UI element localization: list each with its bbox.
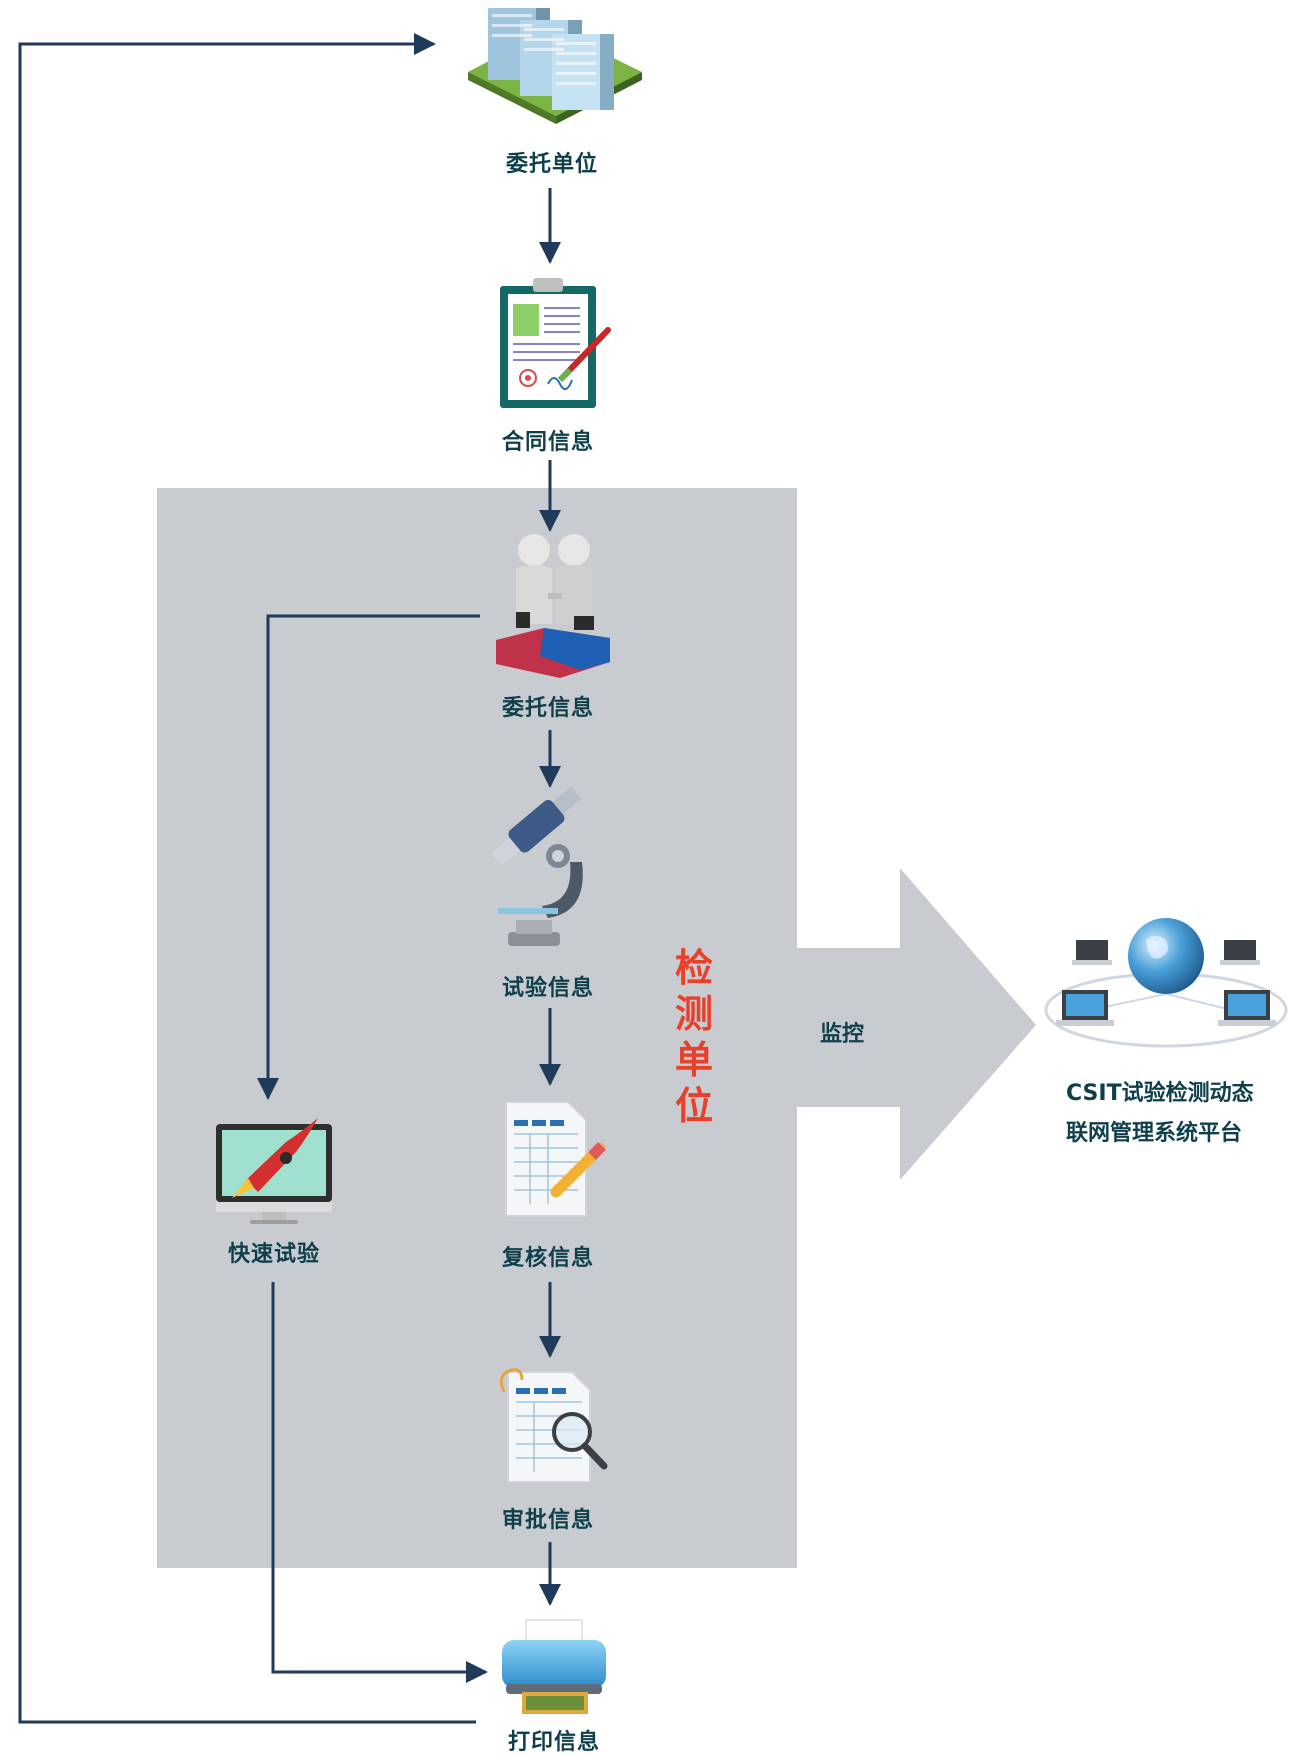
arrow-commission-to-quicktest: [257, 614, 480, 1100]
node-label-test-info: 试验信息: [501, 976, 595, 1001]
spreadsheet-magnifier-icon: [499, 1368, 608, 1483]
node-label-review-info: 复核信息: [501, 1246, 595, 1271]
zone-char: 位: [674, 1084, 713, 1128]
arrow-quicktest-to-print: [271, 1282, 488, 1683]
arrow-print-to-client: [18, 33, 476, 1724]
microscope-icon: [491, 786, 583, 946]
zone-char: 测: [674, 992, 713, 1036]
monitor-big-arrow: [797, 868, 1036, 1180]
node-label-print-info: 打印信息: [507, 1730, 601, 1755]
node-label-contract-info: 合同信息: [501, 430, 595, 455]
platform-label: CSIT试验检测动态 联网管理系统平台: [1066, 1074, 1266, 1154]
clipboard-contract-icon: [500, 278, 611, 408]
inspection-zone: [157, 488, 797, 1568]
inspection-zone-label: 检 测 单 位: [664, 945, 724, 1129]
node-label-approval-info: 审批信息: [501, 1508, 595, 1533]
zone-char: 单: [674, 1038, 713, 1082]
platform-line: 联网管理系统平台: [1066, 1121, 1243, 1146]
office-buildings-icon: [468, 8, 642, 124]
globe-network-icon: [1044, 918, 1288, 1048]
zone-char: 检: [674, 946, 713, 990]
spreadsheet-pencil-icon: [505, 1101, 606, 1217]
node-label-quick-test: 快速试验: [227, 1242, 321, 1267]
handshake-puzzle-icon: [496, 534, 610, 678]
node-label-client-unit: 委托单位: [505, 152, 599, 177]
printer-icon: [502, 1619, 606, 1714]
node-label-commission-info: 委托信息: [501, 696, 595, 721]
monitor-label: 监控: [820, 1022, 865, 1047]
platform-line: CSIT试验检测动态: [1066, 1081, 1254, 1106]
monitor-rocket-icon: [216, 1118, 332, 1224]
